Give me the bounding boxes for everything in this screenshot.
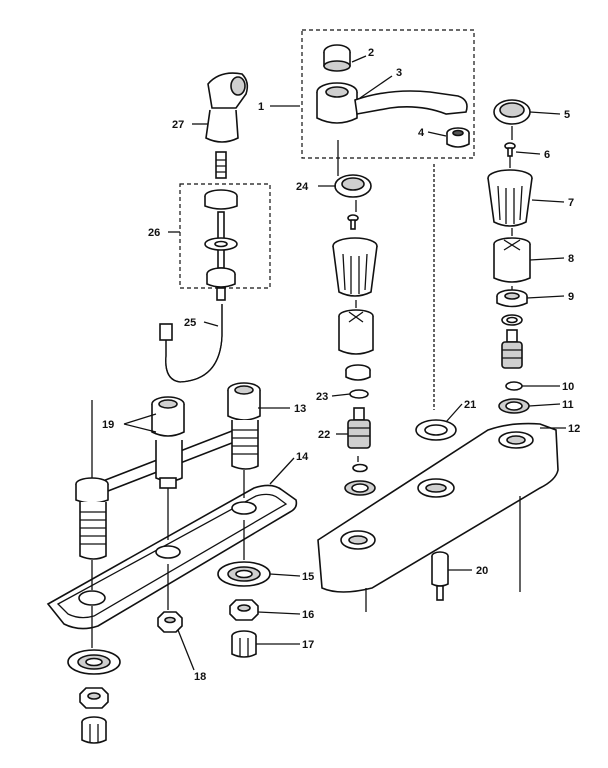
callout-6: 6 — [544, 149, 550, 161]
callout-19: 19 — [102, 419, 114, 431]
part-14-gasket — [46, 484, 298, 630]
part-17-coupling-nut — [231, 630, 257, 658]
callout-14: 14 — [296, 451, 309, 463]
part-25-spray-hose — [159, 304, 223, 383]
callout-8: 8 — [568, 253, 574, 265]
spout-alignment-line — [337, 140, 435, 410]
callout-2: 2 — [368, 47, 374, 59]
center-nut — [345, 364, 371, 381]
alignment-lines — [91, 126, 513, 648]
center-screw — [347, 214, 359, 230]
callout-9: 9 — [568, 291, 574, 303]
part-4-aerator — [446, 127, 470, 148]
part-20-diverter — [431, 551, 449, 601]
part-26-sprayer-parts — [179, 151, 271, 301]
right-washer-small — [501, 314, 523, 326]
callout-5: 5 — [564, 109, 570, 121]
part-11-seat — [498, 398, 530, 414]
part-23-o-ring — [349, 389, 369, 399]
callout-22: 22 — [318, 429, 330, 441]
part-10-o-ring — [505, 381, 523, 391]
callout-16: 16 — [302, 609, 314, 621]
callout-23: 23 — [316, 391, 328, 403]
callout-18: 18 — [194, 671, 206, 683]
callout-15: 15 — [302, 571, 314, 583]
part-18-nut — [157, 611, 183, 633]
callout-7: 7 — [568, 197, 574, 209]
callout-11: 11 — [562, 399, 574, 411]
part-19-valve-body — [75, 382, 261, 560]
callout-3: 3 — [396, 67, 402, 79]
callout-21: 21 — [464, 399, 476, 411]
part-15-washer — [217, 561, 271, 587]
callout-25: 25 — [184, 317, 196, 329]
part-27-spray-head — [205, 72, 249, 143]
part-5-index-button — [493, 99, 531, 125]
right-valve-stem — [501, 329, 523, 369]
callout-4: 4 — [418, 127, 425, 139]
part-22-valve-stem — [347, 407, 371, 449]
part-7-handle — [487, 169, 533, 227]
part-8-sleeve — [493, 237, 531, 283]
callout-1: 1 — [258, 101, 264, 113]
left-bottom-hardware — [67, 649, 121, 744]
leader-lines — [123, 55, 566, 671]
center-handle — [332, 237, 378, 297]
callout-10: 10 — [562, 381, 574, 393]
part-21-spout-washer — [415, 419, 457, 441]
callout-24: 24 — [296, 181, 309, 193]
part-2-spout-cap — [323, 44, 351, 72]
callout-labels: 1 2 3 4 5 6 7 8 9 10 11 12 13 14 15 16 1… — [102, 47, 580, 683]
callout-17: 17 — [302, 639, 314, 651]
center-sleeve — [338, 309, 374, 355]
part-24-index-button — [334, 174, 372, 198]
part-3-spout — [316, 82, 468, 124]
part-9-bonnet-nut — [496, 289, 528, 308]
spout-assembly-box — [301, 29, 475, 159]
center-seat — [344, 480, 376, 496]
callout-27: 27 — [172, 119, 184, 131]
callout-12: 12 — [568, 423, 580, 435]
part-16-nut — [229, 599, 259, 621]
part-6-screw — [504, 142, 516, 157]
callout-13: 13 — [294, 403, 306, 415]
callout-20: 20 — [476, 565, 488, 577]
callout-26: 26 — [148, 227, 160, 239]
center-small-washer — [352, 463, 368, 473]
part-12-escutcheon — [317, 422, 559, 612]
